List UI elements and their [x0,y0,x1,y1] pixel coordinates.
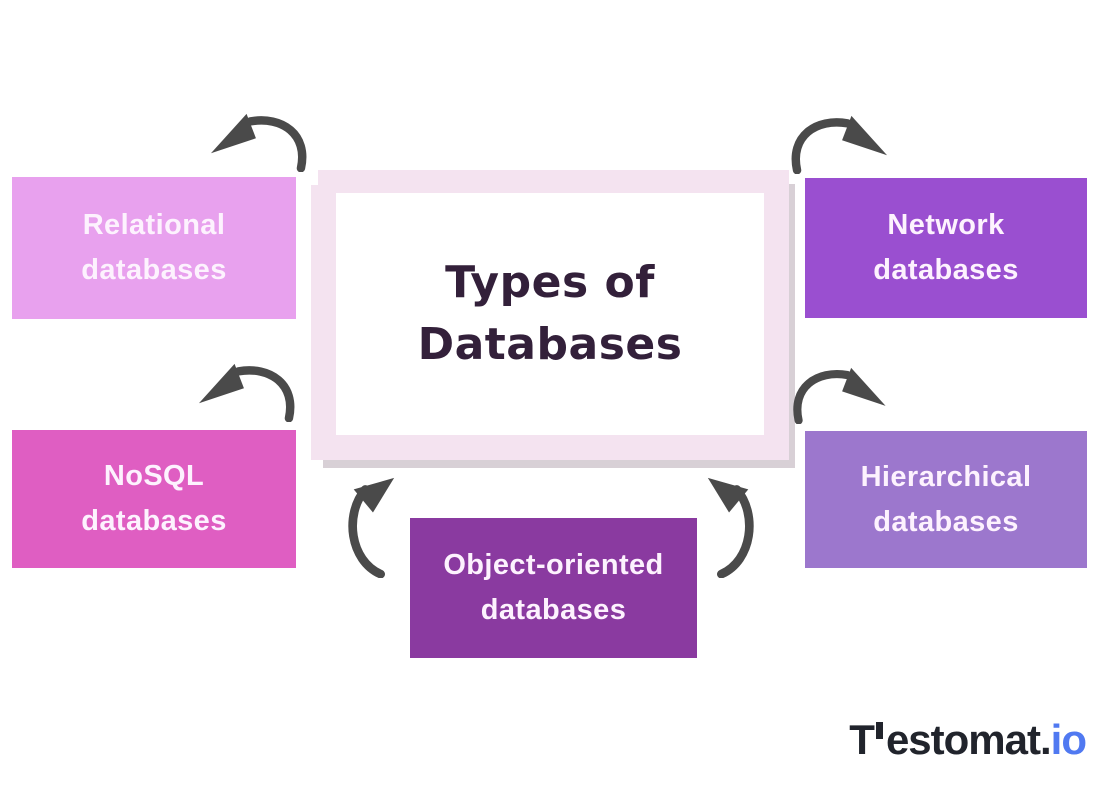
logo-tick-icon [875,722,883,739]
node-label-line1: Network [887,209,1005,242]
node-label-line2: databases [480,594,627,626]
title-line1: Types of [445,257,655,309]
node-label-line1: Hierarchical [860,460,1032,493]
node-label-line2: databases [873,254,1019,286]
node-label-line2: databases [873,505,1019,538]
logo-t: T [849,716,875,763]
node-relational-databases: Relational databases [12,177,296,319]
curved-arrow-bottom-left-icon [348,477,395,578]
node-label-line2: databases [81,254,227,286]
logo-io: io [1050,716,1087,763]
diagram-title: Types of Databases [418,252,683,375]
logo-text: estomat. [885,716,1052,763]
node-label-line1: NoSQL [103,460,205,493]
curved-arrow-top-right-icon [791,115,888,174]
node-label-line2: databases [81,505,227,537]
curved-arrow-mid-right-icon [793,367,886,424]
curved-arrow-mid-left-icon [198,363,295,422]
testomat-logo: T estomat. io [849,716,1087,763]
node-nosql-databases: NoSQL databases [12,430,296,568]
node-object-oriented-databases: Object-oriented databases [410,518,697,658]
title-line2: Databases [417,319,683,370]
node-label-line1: Object-oriented [443,549,664,582]
node-label-line1: Relational [82,209,226,242]
center-frame: Types of Databases [311,170,789,460]
node-hierarchical-databases: Hierarchical databases [805,431,1087,568]
frame-corner-notch [305,166,318,185]
node-network-databases: Network databases [805,178,1087,318]
center-frame-inner: Types of Databases [336,193,764,435]
curved-arrow-top-left-icon [210,113,307,172]
curved-arrow-bottom-right-icon [707,477,754,578]
